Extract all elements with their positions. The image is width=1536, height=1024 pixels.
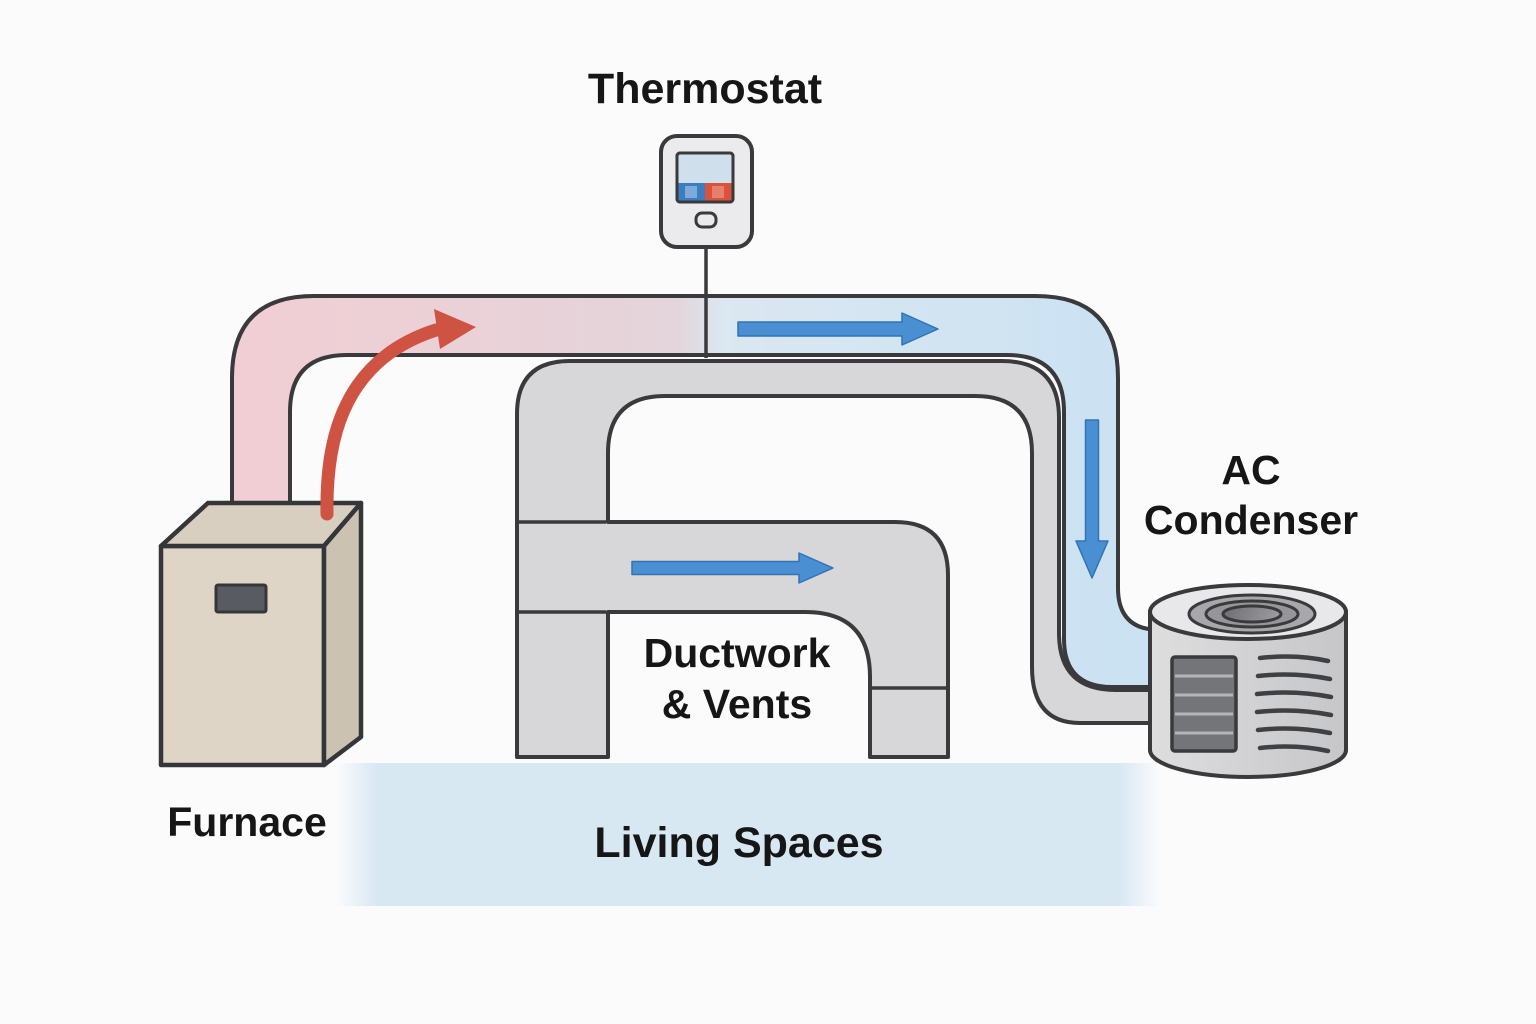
condenser-grille-panel <box>1170 655 1238 753</box>
furnace-front-face <box>158 543 327 768</box>
thermostat-device <box>659 134 754 249</box>
condenser-fin-lines <box>1254 654 1334 754</box>
thermostat-cool-button-icon <box>685 186 697 198</box>
duct-air-arrow-right <box>631 552 834 584</box>
duct-joint-lines <box>519 520 946 690</box>
condenser-grille-slats <box>1175 674 1233 735</box>
thermostat-label: Thermostat <box>588 65 822 113</box>
living-spaces-band <box>336 763 1160 906</box>
thermostat-home-button <box>694 211 718 229</box>
cool-air-arrow-down <box>1075 419 1109 579</box>
thermostat-screen-border <box>675 151 735 204</box>
ductwork-label-line2: & Vents <box>662 681 812 727</box>
condenser-fan-ring-inner <box>1221 604 1283 624</box>
ac-condenser-label-line1: AC <box>1221 447 1280 493</box>
warm-air-arrow-tail <box>320 323 443 521</box>
furnace-side-face <box>321 500 364 768</box>
ductwork-structure <box>515 359 1170 759</box>
ac-condenser <box>1148 583 1348 779</box>
furnace-label: Furnace <box>167 799 327 845</box>
warm-air-arrow <box>320 309 476 521</box>
cool-air-arrow-right <box>737 312 939 346</box>
furnace <box>158 500 364 768</box>
living-spaces-label: Living Spaces <box>594 819 883 867</box>
warm-air-arrow-head <box>434 309 476 349</box>
ac-condenser-label-line2: Condenser <box>1144 497 1358 543</box>
ductwork-label-line1: Ductwork <box>644 630 831 676</box>
thermostat-heat-button-icon <box>712 186 724 198</box>
main-air-duct <box>230 294 1170 689</box>
furnace-vent-slot <box>214 583 268 614</box>
